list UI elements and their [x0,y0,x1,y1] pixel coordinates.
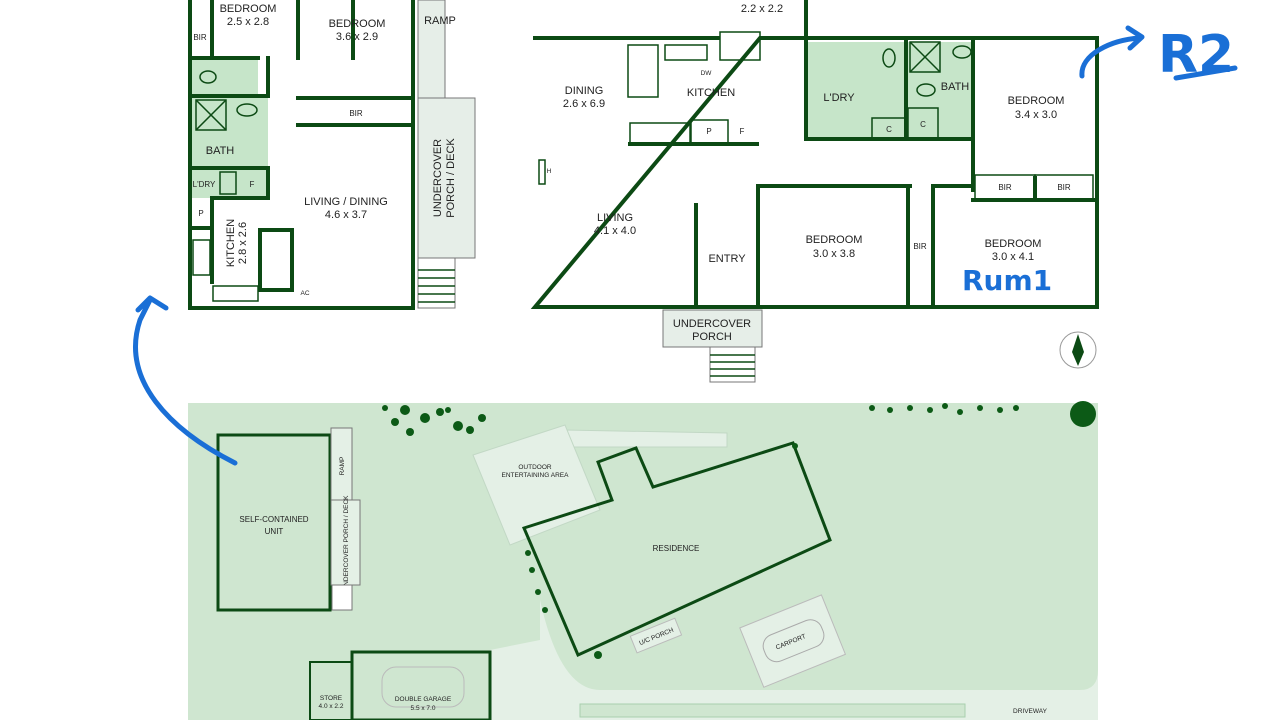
compass-icon [1059,331,1097,369]
house-bedroom-se-size: 3.0 x 4.1 [992,251,1034,263]
outdoor-label-1: OUTDOOR [518,464,552,471]
house-bedroom-mid-label: BEDROOM [806,234,863,246]
unit-label-1: SELF-CONTAINED [239,515,308,524]
unit-bir-1: BIR [193,33,207,42]
house-undercover-porch [662,309,763,348]
residence-outline [521,441,832,658]
unit-deck-label: UNDERCOVER PORCH / DECK [343,495,350,591]
unit-floor-plan: BEDROOM 2.5 x 2.8 BIR BEDROOM 3.6 x 2.9 … [188,0,476,310]
unit-bedroom-top-label: BEDROOM [220,3,277,15]
house-dw-label: DW [701,70,713,77]
carport: CARPORT [739,594,847,688]
house-living-label: LIVING [597,212,633,224]
driveway-strip [579,703,966,718]
path [564,429,728,448]
house-porch-label-1: UNDERCOVER [673,318,751,330]
paved-area [490,600,1098,720]
house-floor-plan: 2.2 x 2.2 DINING 2.6 x 6.9 KITCHEN DW P … [530,0,1099,383]
outdoor-label-2: ENTERTAINING AREA [502,472,570,479]
unit-ramp-label: RAMP [339,457,346,476]
house-top-room-size: 2.2 x 2.2 [741,3,783,15]
unit-living-label: LIVING / DINING [304,196,388,208]
house-cupboard-1: C [886,125,892,134]
house-pantry-label: P [706,127,711,136]
site-plan: DRIVEWAY OUTDOOR ENTERTAINING AREA RESID… [188,401,1098,720]
house-dining-label: DINING [565,85,604,97]
arrow-to-unit-icon [133,295,238,466]
handwritten-annotations: R2 Rum1 [133,25,1238,466]
unit-walls [188,0,415,310]
unit-bedroom-top-size: 2.5 x 2.8 [227,16,269,28]
self-contained-unit [216,433,332,612]
unit-bir-2: BIR [349,109,363,118]
house-wet-areas [807,42,973,139]
house-porch-label-2: PORCH [692,331,732,343]
house-entry-label: ENTRY [708,253,746,265]
house-bedroom-mid-size: 3.0 x 3.8 [813,248,855,260]
house-heater-label: H [547,168,552,175]
house-bir-b: BIR [1057,183,1071,192]
car-icon [381,666,465,708]
driveway-label: DRIVEWAY [1013,708,1048,715]
store-label: STORE [320,695,343,702]
unit-label-2: UNIT [265,527,284,536]
unit-bath-label: BATH [206,145,235,157]
unit-bath-area [190,98,268,198]
house-kitchen-label: KITCHEN [687,87,735,99]
trees [382,401,1096,659]
garage-label: DOUBLE GARAGE [395,696,452,703]
house-fridge-label: F [740,127,745,136]
room1-annotation: Rum1 [962,264,1052,297]
house-bir-a: BIR [998,183,1012,192]
house-bir-c: BIR [913,242,927,251]
r2-underline [1173,65,1238,81]
double-garage [350,650,492,720]
house-bedroom-se-label: BEDROOM [985,238,1042,250]
unit-laundry-label: L'DRY [193,180,216,189]
lawn [188,403,1098,720]
unit-toilet-area [190,58,258,96]
house-bath-label: BATH [941,81,970,93]
unit-fridge-label: F [250,180,255,189]
house-living-size: 4.1 x 4.0 [594,225,636,237]
unit-ac-label: AC [300,290,309,297]
unit-kitchen-size: 2.8 x 2.6 [237,222,249,264]
unit-ramp-label: RAMP [424,15,456,27]
unit-bedroom-label: BEDROOM [329,18,386,30]
unit-bedroom-size: 3.6 x 2.9 [336,31,378,43]
unit-porch-deck [417,97,476,259]
unit-kitchen-label: KITCHEN [225,219,237,267]
arrow-r2-icon [1079,25,1145,79]
unit-porch-label-1: UNDERCOVER [432,139,444,217]
store-size: 4.0 x 2.2 [319,703,344,710]
house-cupboard-2: C [920,120,926,129]
house-bedroom-ne-size: 3.4 x 3.0 [1015,109,1057,121]
residence-label: RESIDENCE [653,544,700,553]
house-bedroom-ne-label: BEDROOM [1008,95,1065,107]
garage-size: 5.5 x 7.0 [411,705,436,712]
unit-ramp-strip [417,0,446,99]
unit-porch-label-2: PORCH / DECK [445,138,457,218]
unit-stairs [331,584,353,611]
house-laundry-label: L'DRY [823,92,855,104]
unit-living-size: 4.6 x 3.7 [325,209,367,221]
house-dining-size: 2.6 x 6.9 [563,98,605,110]
unit-stairs [417,257,456,309]
unit-pantry-label: P [198,209,203,218]
